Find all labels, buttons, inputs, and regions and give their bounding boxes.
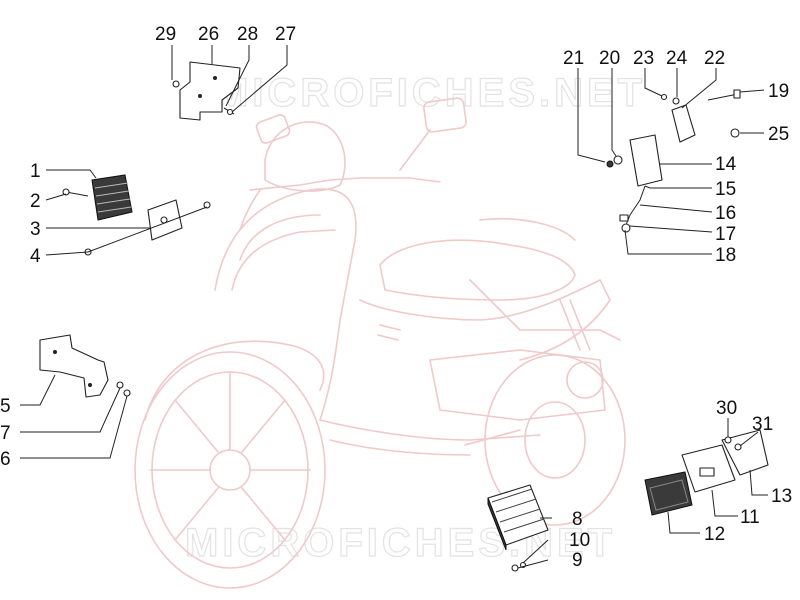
part-bracket-5 xyxy=(39,334,109,398)
screw-9 xyxy=(511,564,519,572)
callout-21: 21 xyxy=(563,48,584,69)
callout-6: 6 xyxy=(0,449,11,470)
part-regulator-1 xyxy=(91,174,133,221)
nut-7 xyxy=(116,381,124,389)
screw-23 xyxy=(660,93,668,101)
screw-6 xyxy=(123,389,131,397)
part-module-11 xyxy=(681,444,736,493)
callout-12: 12 xyxy=(704,524,725,545)
callout-7: 7 xyxy=(0,423,11,444)
callout-5: 5 xyxy=(0,396,11,417)
washer-24 xyxy=(672,97,680,105)
washer-31 xyxy=(734,443,742,451)
callout-20: 20 xyxy=(599,48,620,69)
washer-20 xyxy=(613,155,623,165)
callout-19: 19 xyxy=(768,81,789,102)
callout-4: 4 xyxy=(30,246,41,267)
watermark-top: MICROFICHES.NET xyxy=(215,71,646,115)
callout-23: 23 xyxy=(633,48,654,69)
callout-labels: 1 2 3 4 5 7 6 29 26 28 27 21 20 23 24 22… xyxy=(0,24,792,571)
callout-18: 18 xyxy=(715,245,736,266)
callout-22: 22 xyxy=(704,48,725,69)
part-ecu-8 xyxy=(487,484,549,551)
callout-29: 29 xyxy=(155,24,176,45)
callout-31: 31 xyxy=(752,414,773,435)
part-control-unit-14 xyxy=(621,134,663,233)
callout-14: 14 xyxy=(715,154,737,175)
bolt-19 xyxy=(707,89,741,101)
bolt-2 xyxy=(62,188,89,197)
callout-9: 9 xyxy=(572,550,583,571)
callout-15: 15 xyxy=(715,179,736,200)
callout-16: 16 xyxy=(715,203,736,224)
part-bracket-13 xyxy=(721,429,769,476)
callout-13: 13 xyxy=(771,486,792,507)
callout-26: 26 xyxy=(198,24,219,45)
part-cover-12 xyxy=(644,471,693,516)
part-holder-22 xyxy=(671,104,696,143)
callout-8: 8 xyxy=(572,509,583,530)
callout-17: 17 xyxy=(715,224,736,245)
scooter-ghost-outline xyxy=(134,97,626,589)
callout-28: 28 xyxy=(237,24,258,45)
screw-29 xyxy=(172,80,180,88)
callout-10: 10 xyxy=(569,530,590,551)
callout-3: 3 xyxy=(30,219,41,240)
leader-lines xyxy=(20,45,768,569)
callout-27: 27 xyxy=(275,24,296,45)
watermark-bottom: MICROFICHES.NET xyxy=(185,521,616,565)
screw-30 xyxy=(724,436,732,444)
screw-4 xyxy=(84,201,211,256)
callout-2: 2 xyxy=(30,191,41,212)
nut-21 xyxy=(606,160,614,168)
callout-1: 1 xyxy=(30,161,41,182)
connector-17 xyxy=(619,214,629,222)
callout-24: 24 xyxy=(666,48,688,69)
callout-30: 30 xyxy=(716,398,737,419)
callout-11: 11 xyxy=(740,507,760,528)
part-plate-3 xyxy=(147,199,183,241)
nut-25 xyxy=(730,128,740,138)
part-bracket-26 xyxy=(179,61,241,121)
callout-25: 25 xyxy=(768,124,789,145)
